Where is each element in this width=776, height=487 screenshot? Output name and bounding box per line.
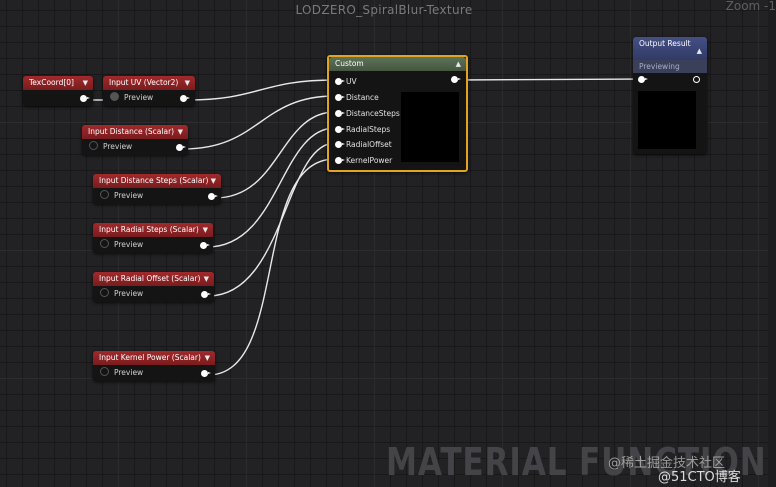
site-watermark: @稀土掘金技术社区	[608, 456, 726, 471]
input-radial-steps[interactable]: RadialSteps	[335, 123, 390, 137]
wire-uv-custom	[186, 79, 336, 101]
node-title: Output Result	[639, 39, 691, 48]
node-input-distance[interactable]: Input Distance (Scalar) ▼ Preview	[82, 125, 188, 155]
collapse-arrow-icon[interactable]: ▼	[82, 79, 88, 87]
input-pin[interactable]	[335, 94, 345, 101]
node-title: Input UV (Vector2)	[109, 78, 179, 87]
preview-label: Preview	[114, 240, 144, 249]
node-title: TexCoord[0]	[29, 78, 74, 87]
site-watermark: @51CTO博客	[658, 470, 741, 485]
wire-custom-output	[455, 78, 642, 81]
wire-distance-steps-custom	[214, 111, 336, 199]
node-title: Input Radial Steps (Scalar)	[99, 225, 199, 234]
node-header: TexCoord[0] ▼	[23, 76, 93, 90]
input-pin[interactable]	[335, 110, 345, 117]
window-title: LODZERO_SpiralBlur-Texture	[295, 3, 473, 17]
node-header: Input Radial Offset (Scalar) ▼	[93, 272, 214, 286]
node-header: Input Distance Steps (Scalar) ▼	[93, 174, 221, 188]
node-title: Input Distance Steps (Scalar)	[99, 176, 209, 185]
node-output-result[interactable]: Output Result ▲ Previewing	[633, 37, 707, 154]
node-input-uv[interactable]: Input UV (Vector2) ▼ Preview	[103, 76, 195, 106]
preview-toggle[interactable]	[110, 92, 119, 101]
preview-toggle[interactable]	[100, 190, 109, 199]
output-pin[interactable]	[80, 95, 90, 102]
node-custom[interactable]: Custom ▲ UV Distance DistanceSteps Radia…	[327, 55, 468, 172]
preview-label: Preview	[124, 93, 154, 102]
preview-toggle[interactable]	[100, 367, 109, 376]
collapse-arrow-icon[interactable]: ▼	[202, 226, 208, 234]
output-pin[interactable]	[201, 291, 211, 298]
preview-toggle[interactable]	[100, 239, 109, 248]
input-label: KernelPower	[346, 156, 393, 165]
preview-toggle[interactable]	[100, 288, 109, 297]
collapse-arrow-icon[interactable]: ▼	[203, 275, 209, 283]
collapse-arrow-icon[interactable]: ▲	[455, 60, 461, 68]
node-texcoord[interactable]: TexCoord[0] ▼	[23, 76, 93, 106]
node-header: Input Kernel Power (Scalar) ▼	[93, 351, 215, 365]
collapse-arrow-icon[interactable]: ▲	[696, 47, 702, 55]
collapse-arrow-icon[interactable]: ▼	[210, 177, 216, 185]
input-uv[interactable]: UV	[335, 75, 357, 89]
output-pin[interactable]	[201, 370, 211, 377]
wire-distance-custom	[182, 95, 336, 150]
node-header: Input Radial Steps (Scalar) ▼	[93, 223, 213, 237]
zoom-level: Zoom -1	[725, 0, 776, 13]
wire-kernel-power-custom	[207, 158, 336, 376]
node-preview-thumbnail	[638, 91, 696, 149]
wire-radial-steps-custom	[206, 127, 336, 248]
output-pin[interactable]	[208, 193, 218, 200]
node-input-kernel-power[interactable]: Input Kernel Power (Scalar) ▼ Preview	[93, 351, 215, 381]
input-distance-steps[interactable]: DistanceSteps	[335, 107, 400, 121]
preview-toggle[interactable]	[89, 141, 98, 150]
node-header: Input Distance (Scalar) ▼	[82, 125, 188, 139]
previewing-status: Previewing	[633, 60, 707, 73]
output-pin[interactable]	[180, 95, 190, 102]
node-title: Input Distance (Scalar)	[88, 127, 175, 136]
preview-label: Preview	[114, 368, 144, 377]
node-input-radial-offset[interactable]: Input Radial Offset (Scalar) ▼ Preview	[93, 272, 214, 302]
preview-label: Preview	[114, 289, 144, 298]
node-preview-thumbnail	[401, 92, 459, 162]
input-pin[interactable]	[335, 78, 345, 85]
node-input-distance-steps[interactable]: Input Distance Steps (Scalar) ▼ Preview	[93, 174, 221, 204]
preview-label: Preview	[114, 191, 144, 200]
preview-label: Preview	[103, 142, 133, 151]
node-input-radial-steps[interactable]: Input Radial Steps (Scalar) ▼ Preview	[93, 223, 213, 253]
output-pin[interactable]	[176, 144, 186, 151]
input-label: Distance	[346, 93, 379, 102]
node-header: Custom ▲	[329, 57, 466, 71]
output-pin[interactable]	[693, 76, 700, 83]
graph-type-watermark: MATERIAL FUNCTION	[386, 440, 767, 484]
node-header: Output Result ▲	[633, 37, 707, 60]
input-radial-offset[interactable]: RadialOffset	[335, 138, 392, 152]
input-pin[interactable]	[335, 157, 345, 164]
input-kernel-power[interactable]: KernelPower	[335, 154, 392, 168]
output-pin[interactable]	[451, 76, 461, 83]
node-title: Custom	[335, 59, 364, 68]
input-label: RadialOffset	[346, 140, 392, 149]
node-title: Input Radial Offset (Scalar)	[99, 274, 201, 283]
input-label: DistanceSteps	[346, 109, 400, 118]
collapse-arrow-icon[interactable]: ▼	[204, 354, 210, 362]
node-header: Input UV (Vector2) ▼	[103, 76, 195, 90]
input-label: UV	[346, 77, 357, 86]
output-pin[interactable]	[200, 242, 210, 249]
collapse-arrow-icon[interactable]: ▼	[177, 128, 183, 136]
input-distance[interactable]: Distance	[335, 91, 379, 105]
collapse-arrow-icon[interactable]: ▼	[184, 79, 190, 87]
node-title: Input Kernel Power (Scalar)	[99, 353, 201, 362]
input-label: RadialSteps	[346, 125, 391, 134]
input-pin[interactable]	[335, 141, 345, 148]
input-pin[interactable]	[638, 76, 648, 83]
input-pin[interactable]	[335, 126, 345, 133]
